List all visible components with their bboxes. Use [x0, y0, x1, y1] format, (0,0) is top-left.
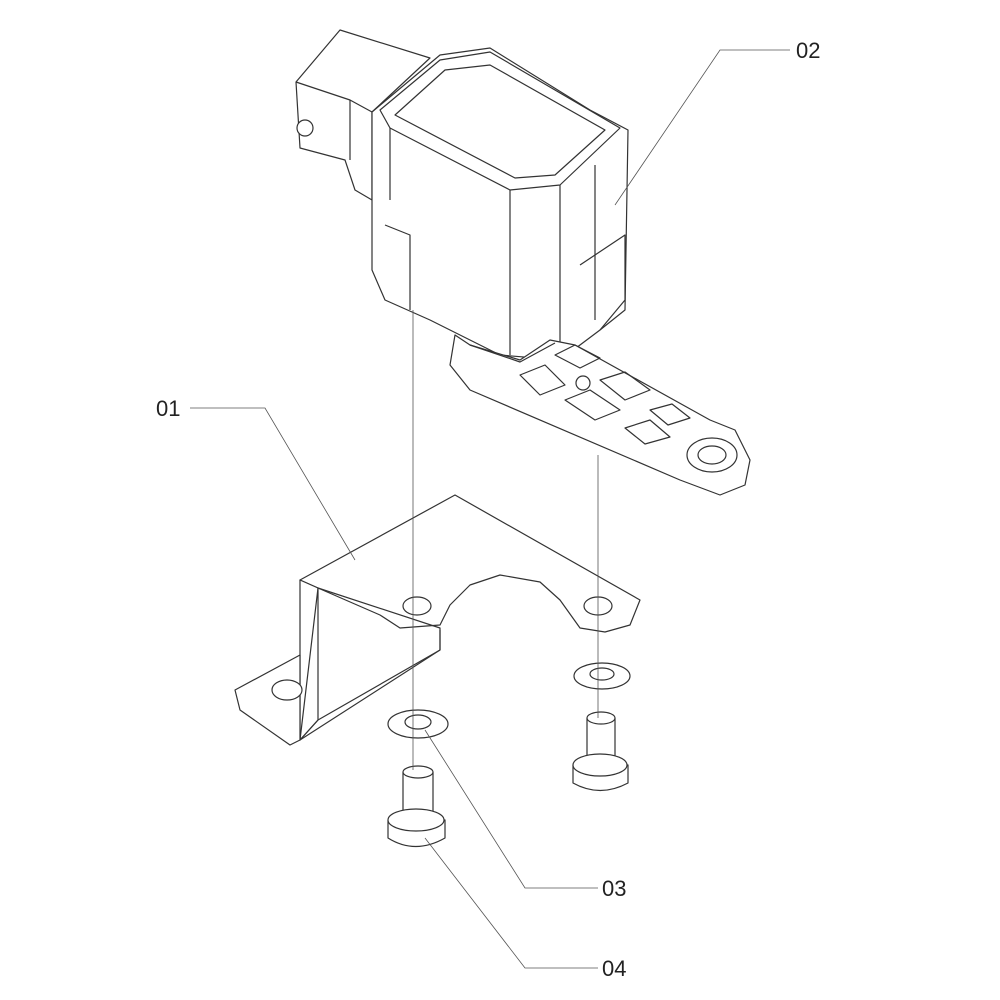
callout-03: 03 — [602, 876, 627, 901]
callout-01: 01 — [156, 396, 181, 421]
washer-left — [387, 709, 449, 739]
leader-03 — [424, 729, 598, 889]
leader-04 — [424, 837, 598, 969]
callout-02: 02 — [796, 38, 821, 63]
leader-02 — [614, 49, 790, 206]
bracket — [234, 494, 641, 746]
leader-01 — [190, 407, 356, 561]
callout-04: 04 — [602, 956, 627, 981]
screw-left — [387, 765, 446, 848]
washer-right — [573, 662, 631, 690]
lever-arm — [449, 334, 751, 496]
sensor-body — [295, 29, 629, 361]
screw-right — [572, 711, 629, 792]
